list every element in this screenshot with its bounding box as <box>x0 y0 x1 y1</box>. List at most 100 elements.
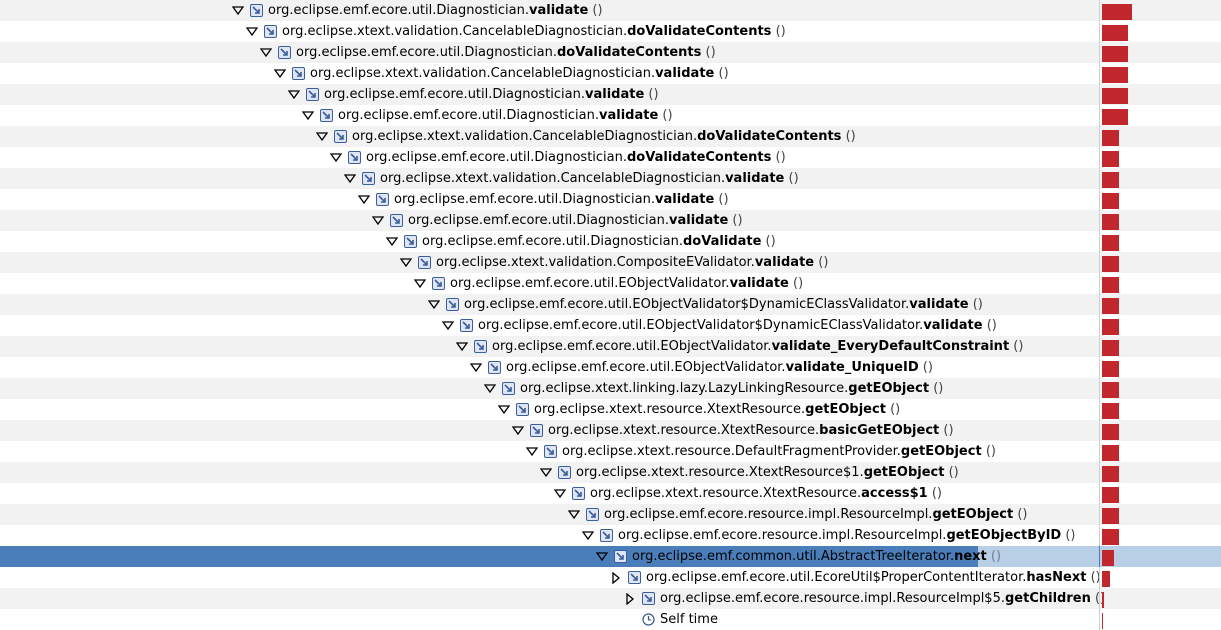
tree-row[interactable]: org.eclipse.xtext.resource.DefaultFragme… <box>0 441 1221 462</box>
column-divider <box>1099 42 1100 63</box>
triangle-down-icon[interactable] <box>386 236 398 248</box>
column-divider <box>1099 567 1100 588</box>
triangle-down-icon[interactable] <box>582 530 594 542</box>
method-name: next <box>954 549 987 564</box>
tree-row[interactable]: org.eclipse.emf.ecore.util.Diagnostician… <box>0 84 1221 105</box>
tree-row[interactable]: org.eclipse.emf.ecore.util.EObjectValida… <box>0 315 1221 336</box>
method-name: basicGetEObject <box>819 423 940 438</box>
triangle-down-icon[interactable] <box>232 5 244 17</box>
tree-row[interactable]: org.eclipse.emf.ecore.util.Diagnostician… <box>0 105 1221 126</box>
triangle-down-icon[interactable] <box>456 341 468 353</box>
triangle-down-icon[interactable] <box>568 509 580 521</box>
column-divider <box>1099 336 1100 357</box>
method-params: () <box>972 297 983 312</box>
tree-row[interactable]: org.eclipse.emf.ecore.resource.impl.Reso… <box>0 504 1221 525</box>
triangle-down-icon[interactable] <box>330 152 342 164</box>
method-call-icon <box>320 109 333 122</box>
triangle-down-icon[interactable] <box>428 299 440 311</box>
tree-row[interactable]: org.eclipse.emf.ecore.util.EObjectValida… <box>0 294 1221 315</box>
tree-row[interactable]: org.eclipse.xtext.resource.XtextResource… <box>0 420 1221 441</box>
tree-row[interactable]: org.eclipse.xtext.linking.lazy.LazyLinki… <box>0 378 1221 399</box>
method-name: validate <box>529 3 589 18</box>
column-divider <box>1099 315 1100 336</box>
triangle-down-icon[interactable] <box>470 362 482 374</box>
tree-row[interactable]: org.eclipse.xtext.validation.CancelableD… <box>0 126 1221 147</box>
class-prefix: org.eclipse.emf.ecore.util.EObjectValida… <box>506 360 786 375</box>
self-time-row[interactable]: Self time <box>0 609 1221 630</box>
column-divider <box>1099 21 1100 42</box>
method-params: () <box>718 192 729 207</box>
column-divider <box>1099 441 1100 462</box>
tree-row[interactable]: org.eclipse.emf.ecore.resource.impl.Reso… <box>0 588 1221 609</box>
tree-row[interactable]: org.eclipse.xtext.resource.XtextResource… <box>0 399 1221 420</box>
tree-row[interactable]: org.eclipse.emf.ecore.util.Diagnostician… <box>0 210 1221 231</box>
method-call-icon <box>264 25 277 38</box>
tree-row[interactable]: org.eclipse.xtext.validation.CancelableD… <box>0 168 1221 189</box>
tree-row[interactable]: org.eclipse.emf.ecore.resource.impl.Reso… <box>0 525 1221 546</box>
tree-row[interactable]: org.eclipse.emf.ecore.util.EObjectValida… <box>0 336 1221 357</box>
triangle-down-icon[interactable] <box>596 551 608 563</box>
method-params: () <box>890 402 901 417</box>
method-label: org.eclipse.xtext.validation.CancelableD… <box>352 128 856 145</box>
tree-row[interactable]: org.eclipse.emf.ecore.util.EObjectValida… <box>0 273 1221 294</box>
method-label: org.eclipse.emf.common.util.AbstractTree… <box>632 548 1001 565</box>
triangle-down-icon[interactable] <box>484 383 496 395</box>
method-label: org.eclipse.emf.ecore.util.Diagnostician… <box>296 44 716 61</box>
tree-row[interactable]: org.eclipse.emf.ecore.util.Diagnostician… <box>0 189 1221 210</box>
class-prefix: org.eclipse.xtext.validation.CancelableD… <box>380 171 726 186</box>
triangle-down-icon[interactable] <box>526 446 538 458</box>
tree-row[interactable]: org.eclipse.emf.ecore.util.Diagnostician… <box>0 42 1221 63</box>
method-params: () <box>732 213 743 228</box>
column-divider <box>1099 189 1100 210</box>
triangle-down-icon[interactable] <box>512 425 524 437</box>
method-params: () <box>986 318 997 333</box>
triangle-down-icon[interactable] <box>442 320 454 332</box>
method-name: access$1 <box>861 486 928 501</box>
class-prefix: org.eclipse.xtext.validation.CancelableD… <box>310 66 656 81</box>
triangle-down-icon[interactable] <box>400 257 412 269</box>
tree-row[interactable]: org.eclipse.emf.ecore.util.Diagnostician… <box>0 147 1221 168</box>
column-divider <box>1099 105 1100 126</box>
time-bar <box>1102 361 1119 377</box>
triangle-down-icon[interactable] <box>274 68 286 80</box>
tree-row[interactable]: org.eclipse.emf.ecore.util.Diagnostician… <box>0 231 1221 252</box>
triangle-down-icon[interactable] <box>344 173 356 185</box>
method-params: () <box>845 129 856 144</box>
method-name: validate <box>909 297 969 312</box>
method-label: org.eclipse.emf.ecore.resource.impl.Reso… <box>604 506 1028 523</box>
tree-row[interactable]: org.eclipse.xtext.validation.CompositeEV… <box>0 252 1221 273</box>
time-bar <box>1102 424 1119 440</box>
tree-row[interactable]: org.eclipse.xtext.resource.XtextResource… <box>0 462 1221 483</box>
method-label: org.eclipse.emf.ecore.resource.impl.Reso… <box>618 527 1076 544</box>
tree-row[interactable]: org.eclipse.xtext.validation.CancelableD… <box>0 21 1221 42</box>
triangle-down-icon[interactable] <box>540 467 552 479</box>
triangle-down-icon[interactable] <box>554 488 566 500</box>
triangle-down-icon[interactable] <box>288 89 300 101</box>
triangle-right-icon[interactable] <box>624 593 636 605</box>
triangle-down-icon[interactable] <box>414 278 426 290</box>
tree-row[interactable]: org.eclipse.xtext.validation.CancelableD… <box>0 63 1221 84</box>
method-call-icon <box>390 214 403 227</box>
triangle-down-icon[interactable] <box>358 194 370 206</box>
method-params: () <box>775 150 786 165</box>
method-call-icon <box>628 571 641 584</box>
tree-row[interactable]: org.eclipse.emf.ecore.util.Diagnostician… <box>0 0 1221 21</box>
tree-row[interactable]: org.eclipse.emf.ecore.util.EObjectValida… <box>0 357 1221 378</box>
triangle-down-icon[interactable] <box>246 26 258 38</box>
column-divider <box>1099 126 1100 147</box>
method-name: validate <box>754 255 815 270</box>
method-params: () <box>775 24 786 39</box>
tree-row[interactable]: org.eclipse.emf.common.util.AbstractTree… <box>0 546 1221 567</box>
triangle-down-icon[interactable] <box>260 47 272 59</box>
tree-row[interactable]: org.eclipse.xtext.resource.XtextResource… <box>0 483 1221 504</box>
method-name: doValidateContents <box>627 150 772 165</box>
triangle-down-icon[interactable] <box>498 404 510 416</box>
triangle-down-icon[interactable] <box>372 215 384 227</box>
triangle-down-icon[interactable] <box>316 131 328 143</box>
method-call-icon <box>418 256 431 269</box>
triangle-right-icon[interactable] <box>610 572 622 584</box>
triangle-down-icon[interactable] <box>302 110 314 122</box>
tree-row[interactable]: org.eclipse.emf.ecore.util.EcoreUtil$Pro… <box>0 567 1221 588</box>
method-name: getEObjectByID <box>946 528 1062 543</box>
method-label: org.eclipse.emf.ecore.util.EObjectValida… <box>506 359 933 376</box>
